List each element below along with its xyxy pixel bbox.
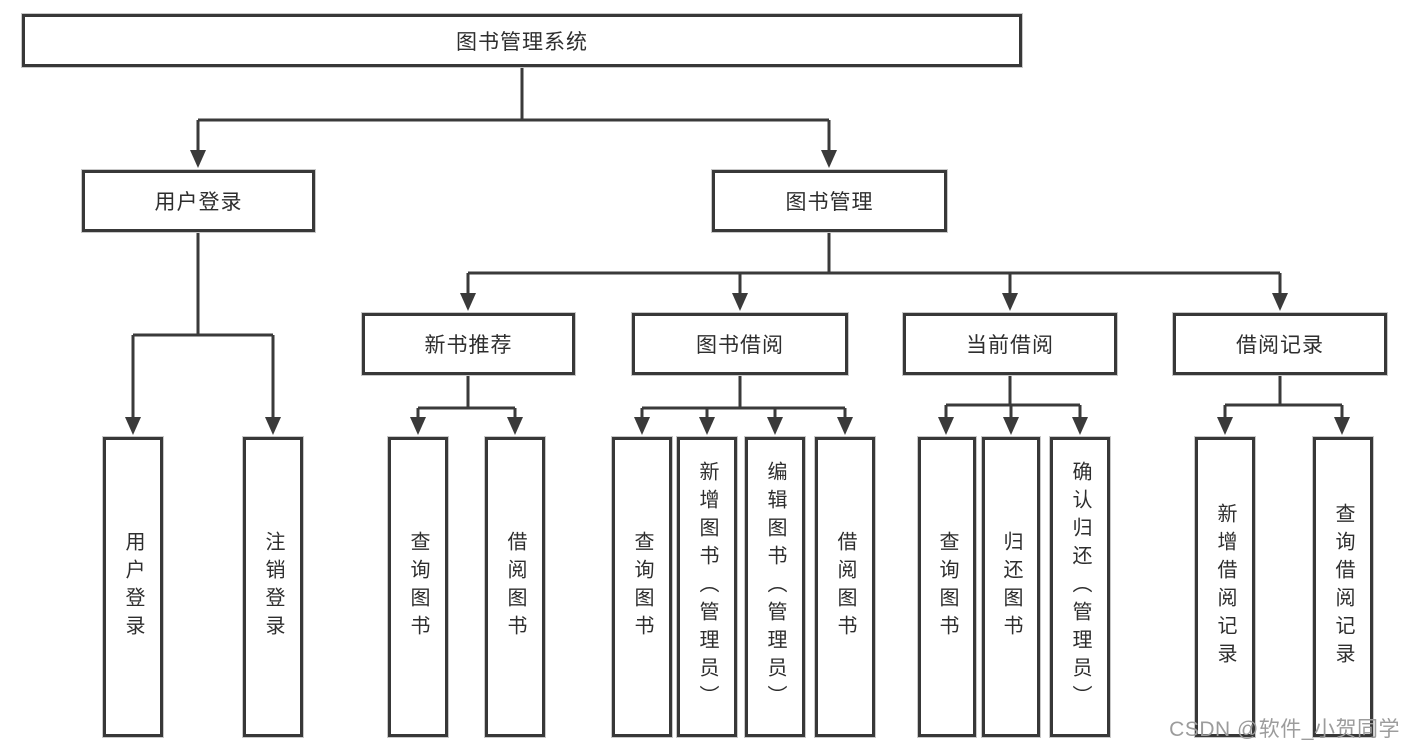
leaf-label: 归还图书	[1000, 531, 1022, 643]
node-book-borrowing: 图书借阅	[632, 313, 848, 375]
leaf-label: 借阅图书	[834, 531, 856, 643]
node-label: 用户登录	[154, 191, 243, 214]
leaf-label: 查询图书	[631, 531, 653, 643]
leaf-return-books: 归还图书	[982, 437, 1040, 737]
leaf-label: 查询图书	[936, 531, 958, 643]
node-label: 新书推荐	[424, 334, 513, 357]
leaf-label: 用户登录	[122, 531, 144, 643]
leaf-label: 确认归还（管理员）	[1069, 461, 1091, 713]
leaf-query-books-current: 查询图书	[918, 437, 976, 737]
node-label: 当前借阅	[966, 334, 1054, 357]
csdn-watermark: CSDN @软件_小贺同学	[1169, 718, 1400, 741]
arrowheads	[125, 150, 1350, 435]
node-label: 图书借阅	[696, 334, 784, 357]
leaf-edit-books-admin: 编辑图书（管理员）	[745, 437, 805, 737]
leaf-user-login: 用户登录	[103, 437, 163, 737]
leaf-label: 注销登录	[262, 531, 284, 643]
node-new-book-recommend: 新书推荐	[362, 313, 575, 375]
tree-edges	[131, 67, 1344, 420]
node-current-borrowing: 当前借阅	[903, 313, 1117, 375]
node-library-system: 图书管理系统	[22, 14, 1022, 67]
leaf-label: 新增图书（管理员）	[696, 461, 718, 713]
leaf-query-books-borrow: 查询图书	[612, 437, 672, 737]
leaf-label: 查询图书	[407, 531, 429, 643]
leaf-logout: 注销登录	[243, 437, 303, 737]
leaf-query-books-newbook: 查询图书	[388, 437, 448, 737]
leaf-query-borrow-record: 查询借阅记录	[1313, 437, 1373, 737]
node-borrowing-records: 借阅记录	[1173, 313, 1387, 375]
leaf-add-borrow-record: 新增借阅记录	[1195, 437, 1255, 737]
leaf-borrow-books-borrow: 借阅图书	[815, 437, 875, 737]
node-book-management-branch: 图书管理	[712, 170, 947, 232]
leaf-label: 编辑图书（管理员）	[764, 461, 786, 713]
leaf-confirm-return-admin: 确认归还（管理员）	[1050, 437, 1110, 737]
leaf-label: 查询借阅记录	[1332, 503, 1354, 671]
node-user-login-branch: 用户登录	[82, 170, 315, 232]
leaf-label: 新增借阅记录	[1214, 503, 1236, 671]
node-label: 图书管理系统	[456, 30, 588, 54]
leaf-label: 借阅图书	[504, 531, 526, 643]
node-label: 图书管理	[785, 191, 874, 214]
leaf-add-books-admin: 新增图书（管理员）	[677, 437, 737, 737]
node-label: 借阅记录	[1236, 334, 1324, 357]
leaf-borrow-books-newbook: 借阅图书	[485, 437, 545, 737]
